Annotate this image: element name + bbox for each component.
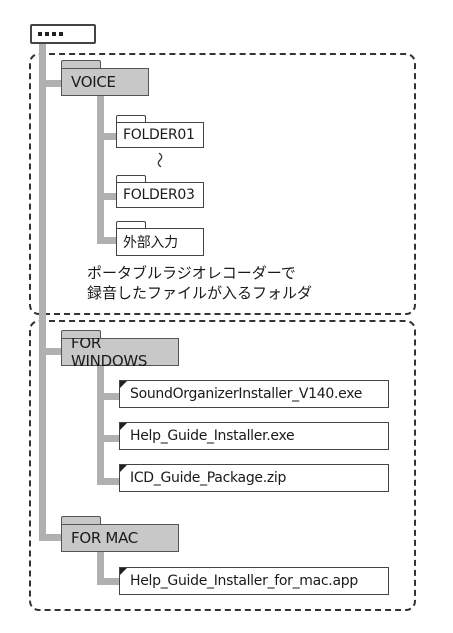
file-icd-guide-package[interactable]: ICD_Guide_Package.zip <box>119 464 389 492</box>
for-mac-folder[interactable]: FOR MAC <box>60 516 179 552</box>
for-windows-folder[interactable]: FOR WINDOWS <box>60 330 179 370</box>
branch-folder03 <box>97 193 117 200</box>
folder-external-input-label: 外部入力 <box>123 235 178 251</box>
branch-mac <box>39 534 63 541</box>
voice-folder-label: VOICE <box>71 73 116 91</box>
branch-folder01 <box>97 133 117 140</box>
windows-subtree-line <box>97 366 104 484</box>
branch-win-file1 <box>97 393 121 400</box>
for-windows-folder-label: FOR WINDOWS <box>71 334 148 370</box>
tree-trunk-line <box>39 44 46 541</box>
file-icd-guide-package-label: ICD_Guide_Package.zip <box>130 470 287 486</box>
folder-ellipsis: 〜 <box>150 151 170 169</box>
file-help-guide-installer[interactable]: Help_Guide_Installer.exe <box>119 422 389 450</box>
branch-voice <box>39 80 63 87</box>
voice-note: ポータブルラジオレコーダーで 録音したファイルが入るフォルダ <box>87 263 312 303</box>
branch-win-file2 <box>97 435 121 442</box>
pc-apps-group <box>29 320 416 611</box>
file-help-guide-installer-mac[interactable]: Help_Guide_Installer_for_mac.app <box>119 567 389 595</box>
folder-03-label: FOLDER03 <box>123 187 195 203</box>
file-soundorganizer-installer[interactable]: SoundOrganizerInstaller_V140.exe <box>119 380 389 408</box>
file-help-guide-installer-label: Help_Guide_Installer.exe <box>130 428 295 444</box>
file-soundorganizer-installer-label: SoundOrganizerInstaller_V140.exe <box>130 386 363 402</box>
voice-subtree-line <box>97 96 104 242</box>
mac-subtree-line <box>97 552 104 584</box>
folder-03[interactable]: FOLDER03 <box>115 175 204 208</box>
branch-windows <box>39 348 63 355</box>
folder-01[interactable]: FOLDER01 <box>115 115 204 148</box>
file-help-guide-installer-mac-label: Help_Guide_Installer_for_mac.app <box>130 573 358 589</box>
folder-01-label: FOLDER01 <box>123 127 195 143</box>
device-icon <box>30 24 96 44</box>
voice-group <box>29 53 416 315</box>
for-mac-folder-label: FOR MAC <box>71 529 138 547</box>
folder-external-input[interactable]: 外部入力 <box>115 221 204 256</box>
branch-win-file3 <box>97 478 121 485</box>
voice-folder[interactable]: VOICE <box>60 60 149 96</box>
branch-mac-file1 <box>97 578 121 585</box>
voice-note-line1: ポータブルラジオレコーダーで <box>87 264 296 282</box>
branch-external <box>97 237 117 244</box>
voice-note-line2: 録音したファイルが入るフォルダ <box>87 284 313 302</box>
